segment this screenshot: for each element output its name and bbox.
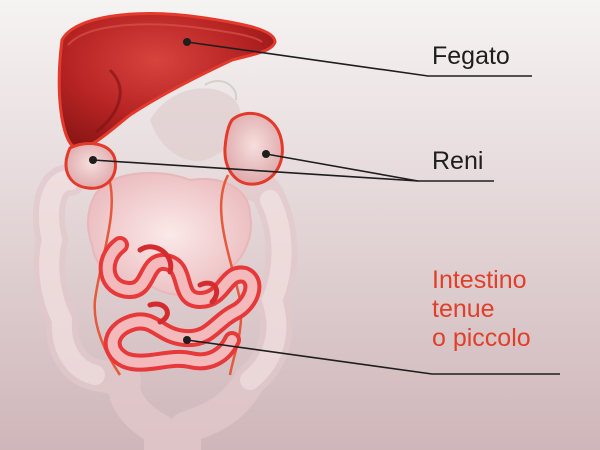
label-kidneys: Reni <box>432 147 484 175</box>
leader-line-intestine <box>186 339 560 375</box>
leader-line-kidney-left <box>92 159 419 182</box>
stomach <box>87 171 252 297</box>
kidney-right <box>223 111 284 186</box>
label-small-intestine: Intestino tenue o piccolo <box>432 266 531 353</box>
kidney-left <box>64 142 117 190</box>
small-intestine <box>98 236 262 372</box>
dot-liver <box>183 38 191 46</box>
ureter-right <box>219 174 243 376</box>
label-small-intestine-line-3: o piccolo <box>432 324 531 352</box>
leader-lines <box>92 41 560 375</box>
label-small-intestine-line-2: tenue <box>432 295 495 323</box>
label-small-intestine-line-1: Intestino <box>432 266 527 294</box>
dot-kidney-right <box>262 150 270 158</box>
label-liver: Fegato <box>432 42 510 70</box>
dot-intestine <box>183 336 191 344</box>
leader-line-liver <box>186 41 532 77</box>
large-intestine <box>33 164 298 450</box>
background-organs <box>150 80 241 161</box>
leader-dots <box>89 38 270 344</box>
dot-kidney-left <box>89 156 97 164</box>
